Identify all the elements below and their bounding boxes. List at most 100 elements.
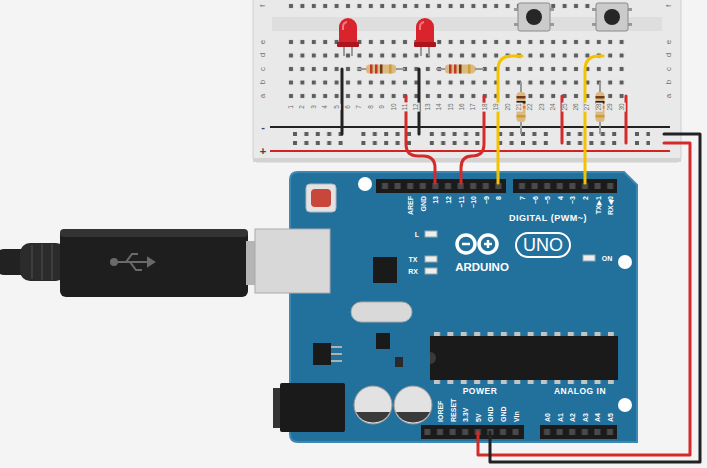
resistor-symbol xyxy=(357,65,405,74)
row-letter: f xyxy=(259,4,267,8)
led-indicator xyxy=(425,268,437,274)
column-number: 6 xyxy=(345,104,352,110)
column-number: 10 xyxy=(390,102,397,111)
crystal xyxy=(351,302,412,322)
pin-label: A3 xyxy=(581,413,588,422)
pin-label: 13 xyxy=(432,196,439,204)
mounting-hole xyxy=(358,177,372,191)
mounting-hole xyxy=(618,255,632,269)
pin-header xyxy=(421,425,524,439)
pin-label: A1 xyxy=(556,413,563,422)
pin-label: AREF xyxy=(407,196,414,215)
arduino-board xyxy=(255,172,637,442)
pin-label: A0 xyxy=(544,413,551,422)
pin-label: Vin xyxy=(512,411,519,422)
pin-label: ~11 xyxy=(457,196,464,208)
pin-label: 3.3V xyxy=(462,408,469,422)
pin-label: GND xyxy=(487,406,494,422)
power-wire xyxy=(478,143,690,455)
pin-label: A5 xyxy=(607,413,614,422)
column-number: 16 xyxy=(459,102,466,111)
row-letter: d xyxy=(259,52,267,58)
pin-label: 5V xyxy=(474,413,481,422)
column-number: 17 xyxy=(470,102,477,111)
ground-wire xyxy=(490,134,700,462)
hole-grid xyxy=(285,35,627,103)
pin-sockets xyxy=(379,183,505,189)
column-number: 26 xyxy=(573,102,580,111)
column-number: 20 xyxy=(504,102,511,111)
pin-label: IOREF xyxy=(437,401,444,422)
pin-sockets xyxy=(516,183,616,189)
row-letter: e xyxy=(665,39,673,45)
column-number: 3 xyxy=(311,104,318,110)
pin-label: ~5 xyxy=(544,196,551,204)
pin-label: GND xyxy=(500,406,507,422)
led-label: TX xyxy=(409,256,418,263)
column-number: 11 xyxy=(402,103,409,112)
column-number: 28 xyxy=(596,102,603,111)
column-number: 15 xyxy=(447,102,454,111)
column-number: 22 xyxy=(527,102,534,111)
column-number: 1 xyxy=(288,104,295,110)
pin-label: ~9 xyxy=(482,196,489,204)
rail-holes xyxy=(293,132,650,146)
header-title: ANALOG IN xyxy=(554,387,606,396)
mounting-hole xyxy=(618,398,632,412)
column-number: 21 xyxy=(516,102,523,111)
column-number: 18 xyxy=(482,102,489,111)
column-number: 4 xyxy=(322,104,329,110)
power-jack xyxy=(280,383,345,432)
pin-label: TX▶1 xyxy=(594,196,601,214)
pin-label: A2 xyxy=(569,413,576,422)
chip-pins xyxy=(434,332,614,336)
column-number: 2 xyxy=(299,104,306,110)
column-number: 29 xyxy=(607,102,614,111)
resistor-symbol xyxy=(517,82,526,134)
pin-header xyxy=(376,179,506,193)
led-label: RX xyxy=(408,268,418,275)
rail-sign: - xyxy=(260,122,266,133)
reset-button xyxy=(306,184,336,212)
signal-wire xyxy=(498,56,522,183)
pin-label: ~3 xyxy=(569,196,576,204)
pushbutton-symbol xyxy=(592,3,632,31)
column-number: 30 xyxy=(618,102,625,111)
row-letter: d xyxy=(665,52,673,58)
breadboard-edge xyxy=(253,158,681,162)
column-number: 24 xyxy=(550,102,557,111)
header-title: POWER xyxy=(463,387,498,396)
pin-label: 8 xyxy=(495,196,502,200)
usb-icon xyxy=(111,254,154,270)
row-letter: b xyxy=(259,79,267,85)
row-letter: e xyxy=(259,39,267,45)
column-number: 19 xyxy=(493,102,500,111)
usb-socket xyxy=(255,229,330,293)
pin-label: ~10 xyxy=(470,196,477,208)
row-letter: a xyxy=(665,93,673,99)
led-indicator xyxy=(583,255,595,261)
chip-notch xyxy=(430,352,436,364)
pin-label: RESET xyxy=(449,399,456,422)
signal-wire xyxy=(406,96,435,183)
led-symbol xyxy=(414,18,436,56)
column-number: 9 xyxy=(379,104,386,110)
led-symbol xyxy=(337,18,359,56)
positive-rail-line xyxy=(270,150,670,152)
pushbutton-symbol xyxy=(514,3,554,31)
column-number: 13 xyxy=(425,102,432,111)
usb-chip xyxy=(373,257,397,283)
pin-label: 4 xyxy=(556,196,563,200)
column-number: 8 xyxy=(368,104,375,110)
pin-label: GND xyxy=(419,196,426,212)
led-label: ON xyxy=(602,255,613,262)
small-chip xyxy=(376,333,390,349)
chip-pins xyxy=(434,380,614,384)
led-indicator xyxy=(425,231,437,237)
breadboard-body xyxy=(253,0,681,162)
column-number: 12 xyxy=(413,102,420,111)
